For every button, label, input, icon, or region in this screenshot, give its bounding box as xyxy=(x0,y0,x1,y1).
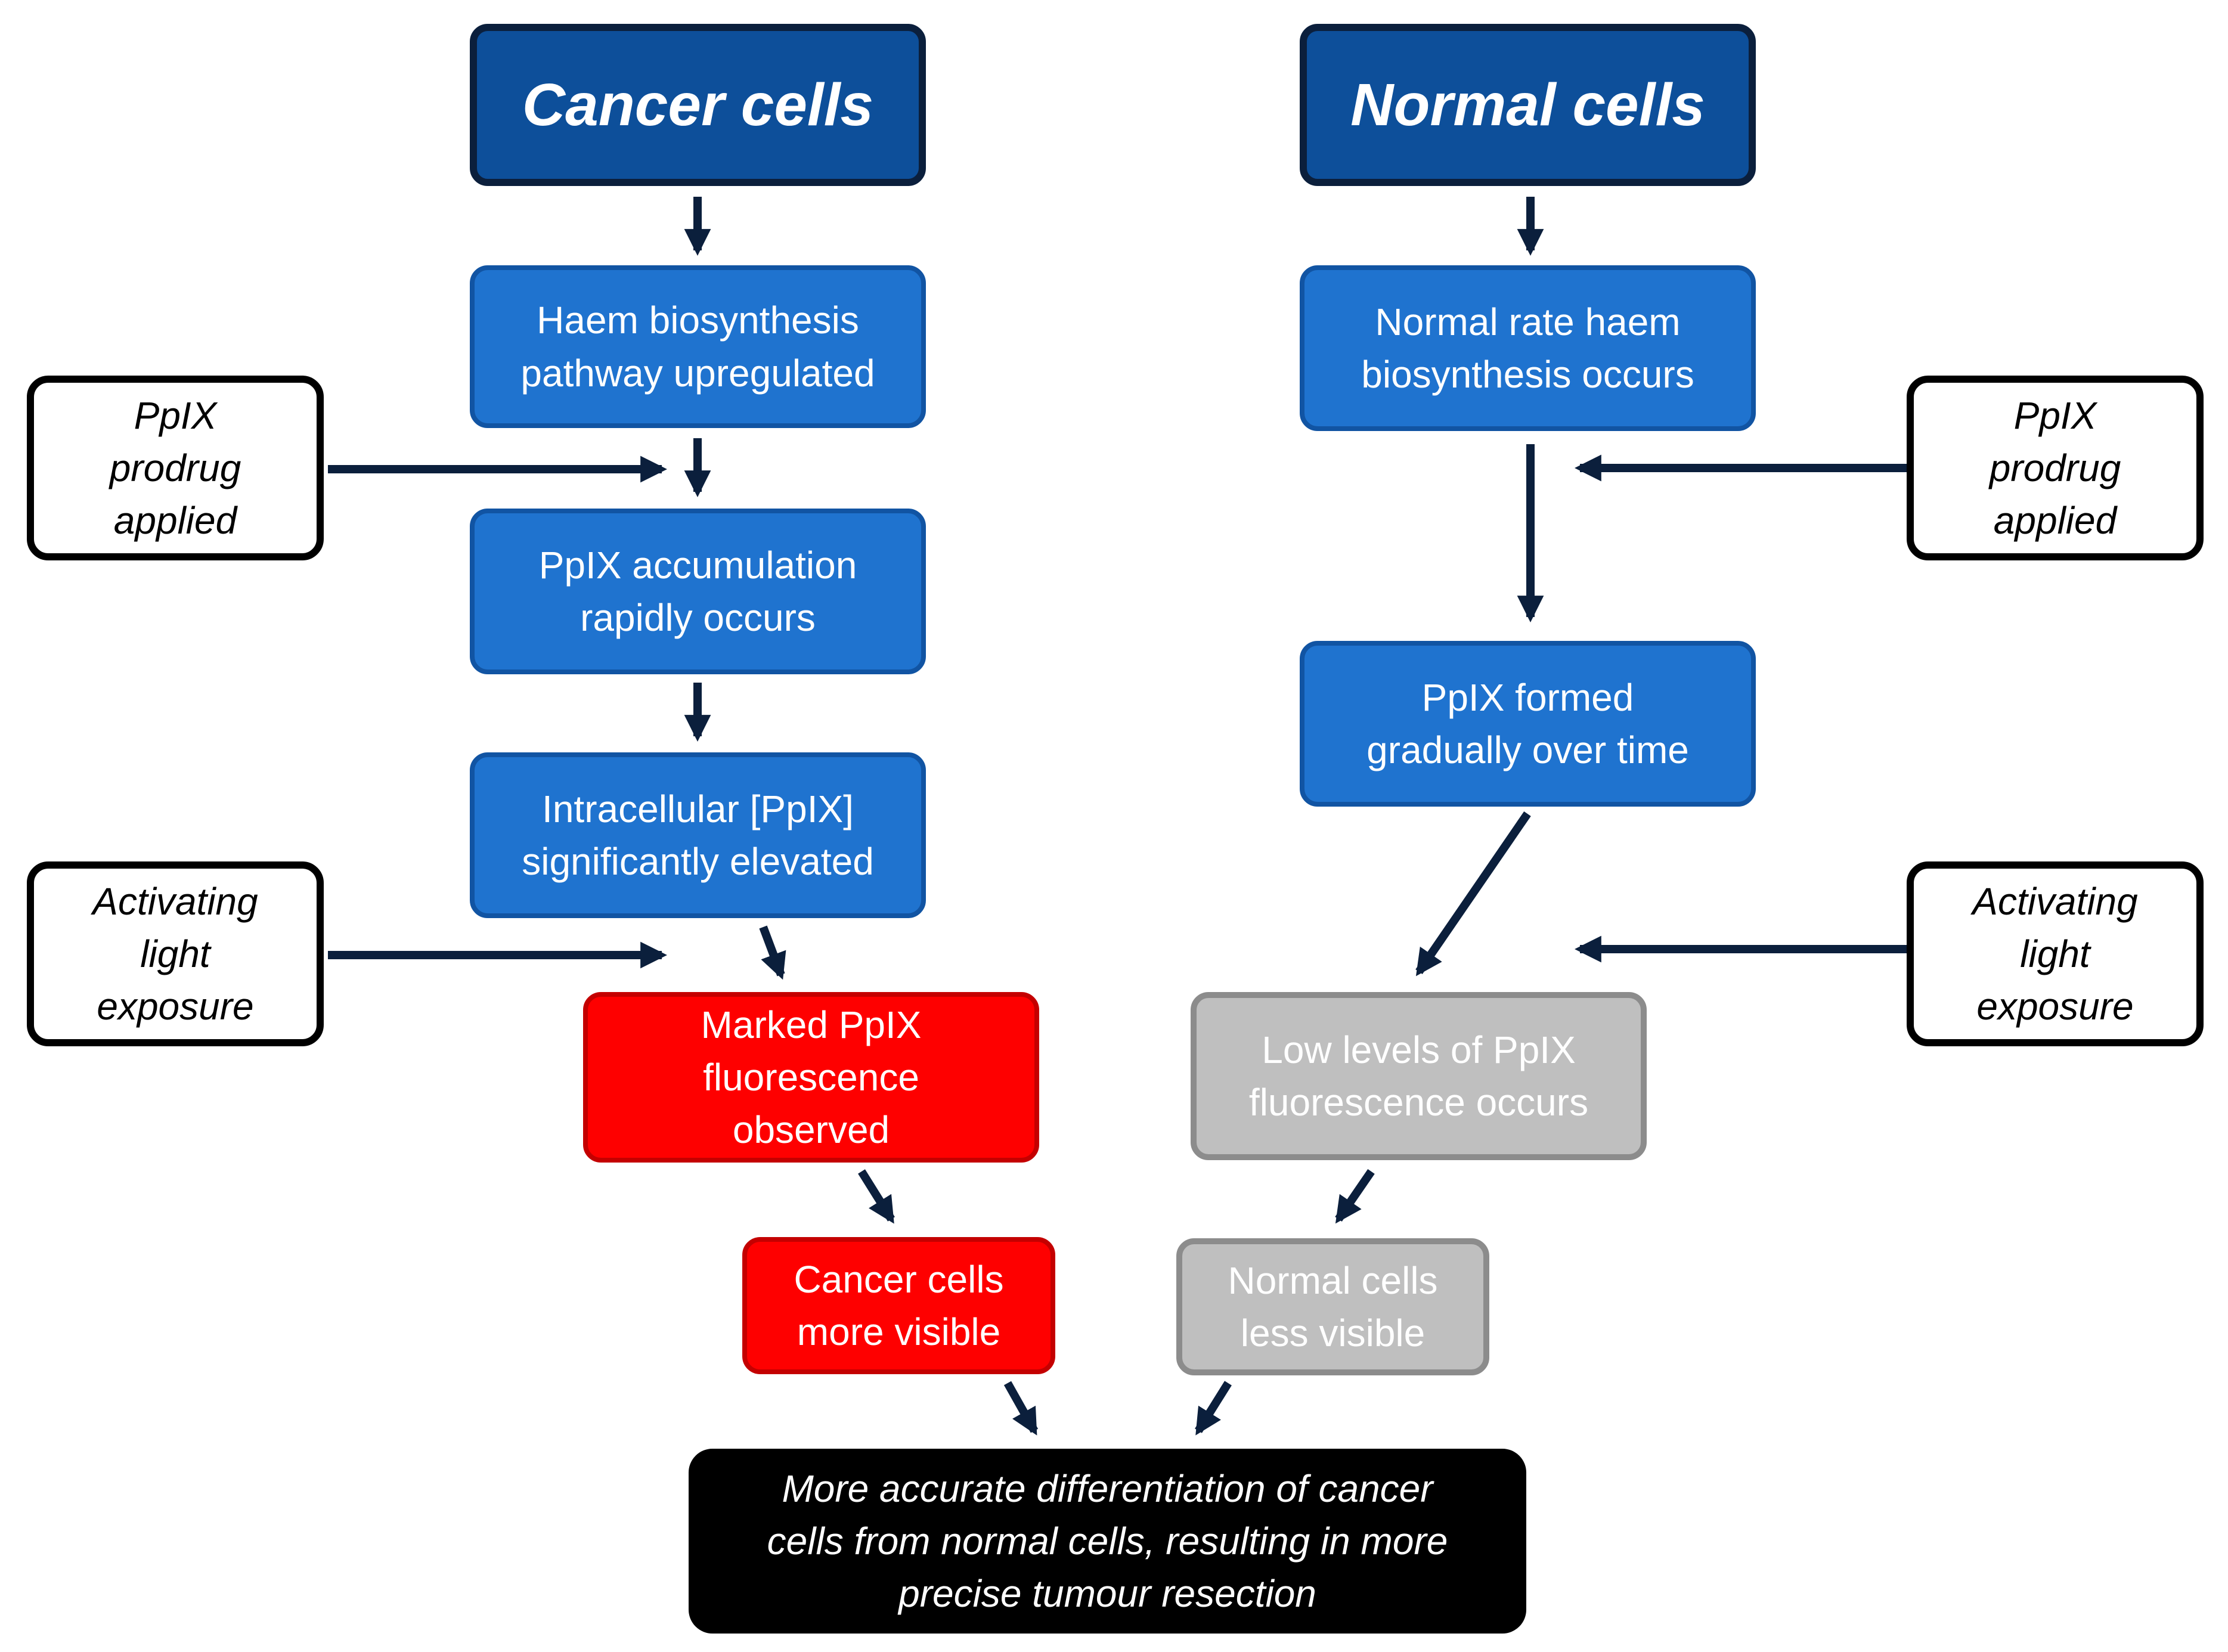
input-light-left: Activating light exposure xyxy=(27,861,324,1046)
cancer-step-haem-upregulated: Haem biosynthesis pathway upregulated xyxy=(470,265,926,428)
outcome-box: More accurate differentiation of cancer … xyxy=(689,1449,1526,1634)
cancer-cells-header: Cancer cells xyxy=(470,24,926,186)
arrow-normal-step3-to-step4 xyxy=(1335,1169,1375,1224)
cancer-step-more-visible: Cancer cells more visible xyxy=(742,1237,1055,1374)
arrow-cancer-step4-to-step5 xyxy=(858,1169,895,1224)
cancer-step-ppix-accumulation: PpIX accumulation rapidly occurs xyxy=(470,509,926,674)
input-prodrug-right: PpIX prodrug applied xyxy=(1907,376,2204,560)
normal-step-normal-haem-rate: Normal rate haem biosynthesis occurs xyxy=(1300,265,1756,431)
normal-cells-header: Normal cells xyxy=(1300,24,1756,186)
arrow-normal-step4-to-outcome xyxy=(1195,1381,1232,1436)
normal-step-less-visible: Normal cells less visible xyxy=(1176,1238,1489,1375)
input-light-right: Activating light exposure xyxy=(1907,861,2204,1046)
normal-step-ppix-gradual: PpIX formed gradually over time xyxy=(1300,641,1756,807)
cancer-step-ppix-elevated: Intracellular [PpIX] significantly eleva… xyxy=(470,752,926,918)
arrow-cancer-step5-to-outcome xyxy=(1003,1381,1039,1436)
cancer-step-marked-fluorescence: Marked PpIX fluorescence observed xyxy=(583,992,1039,1163)
normal-step-low-fluorescence: Low levels of PpIX fluorescence occurs xyxy=(1191,992,1647,1160)
arrow-cancer-step3-to-step4 xyxy=(759,925,786,980)
arrow-normal-step2-to-step3 xyxy=(1415,811,1531,977)
input-prodrug-left: PpIX prodrug applied xyxy=(27,376,324,560)
